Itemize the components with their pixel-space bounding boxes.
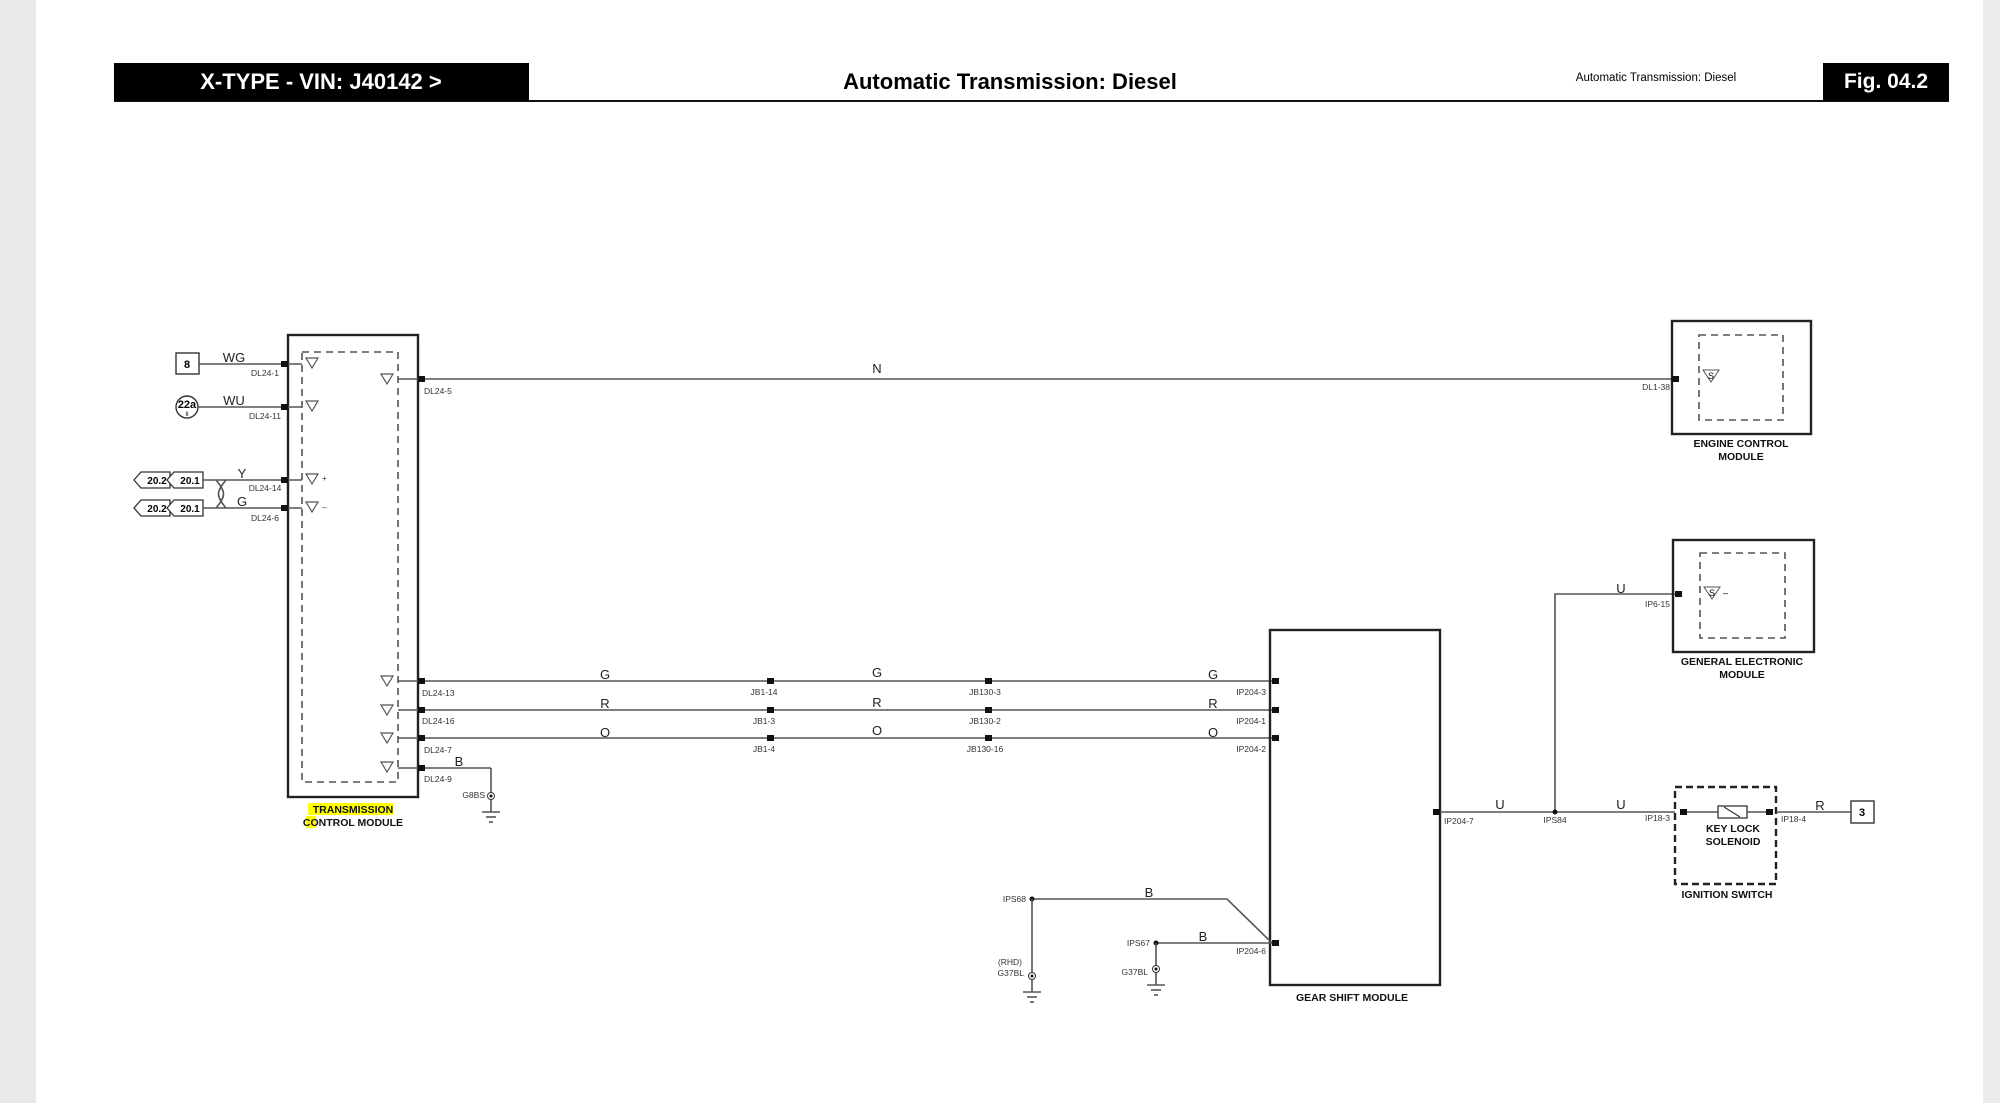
pin-dl24-9: DL24-9 [424, 774, 452, 784]
wire-label-y: Y [238, 466, 247, 481]
ref-tag-20-1[interactable]: 20.1 [180, 504, 200, 515]
pin-dl24-7: DL24-7 [424, 745, 452, 755]
page-title: Automatic Transmission: Diesel [843, 69, 1177, 94]
pin-dl24-5: DL24-5 [424, 386, 452, 396]
tcm-label-2: CONTROL MODULE [303, 817, 403, 829]
ref-tag-20-2[interactable]: 20.2 [147, 476, 167, 487]
wire-label-r: R [872, 695, 881, 710]
rhd-note: (RHD) [998, 957, 1022, 967]
u-wires: U U U IP204-7 IPS84 IP18-3 IP6-15 [1440, 581, 1675, 826]
wire-label-n: N [872, 361, 881, 376]
wire-label-u: U [1616, 581, 1625, 596]
pin-ip18-4: IP18-4 [1781, 814, 1806, 824]
ref-box-3[interactable]: 3 [1859, 807, 1865, 819]
minus-sign: – [322, 502, 327, 512]
page-subtitle: Automatic Transmission: Diesel [1576, 72, 1736, 84]
wire-label-o: O [1208, 725, 1218, 740]
transmission-control-module[interactable]: TRANSMISSION CONTROL MODULE + – [286, 333, 420, 829]
pin-ip204-2: IP204-2 [1236, 744, 1266, 754]
ref-circle-22a[interactable]: 22a [178, 399, 197, 411]
ref-tag-20-2[interactable]: 20.2 [147, 504, 167, 515]
pin-ip204-3: IP204-3 [1236, 687, 1266, 697]
plus-sign: + [322, 473, 327, 483]
ecm-label-2: MODULE [1718, 451, 1764, 463]
gem-s-symbol: S [1709, 588, 1715, 598]
general-electronic-module[interactable]: S – GENERAL ELECTRONIC MODULE [1671, 538, 1816, 681]
gem-label-2: MODULE [1719, 669, 1765, 681]
gem-label-1: GENERAL ELECTRONIC [1681, 656, 1804, 668]
wire-label-o: O [872, 723, 882, 738]
model-vin-label: X-TYPE - VIN: J40142 > [200, 69, 442, 94]
left-inputs: 8 WG DL24-1 22a II WU DL24-11 20.2 20.1 … [133, 350, 302, 523]
header: X-TYPE - VIN: J40142 > Automatic Transmi… [114, 63, 1949, 102]
wire-label-r: R [600, 696, 609, 711]
wire-label-g: G [872, 665, 882, 680]
pin-dl24-1: DL24-1 [251, 368, 279, 378]
pin-jb130-16: JB130-16 [967, 744, 1004, 754]
scrollbar[interactable] [1983, 0, 2000, 1103]
ecm-s-symbol: S [1708, 371, 1714, 381]
pin-dl24-11: DL24-11 [249, 411, 281, 421]
pin-jb1-14: JB1-14 [751, 687, 778, 697]
pin-dl24-13: DL24-13 [422, 688, 455, 698]
ecm-label-1: ENGINE CONTROL [1693, 438, 1789, 450]
wire-label-wu: WU [223, 393, 245, 408]
ref-tag-20-1[interactable]: 20.1 [180, 476, 200, 487]
gsm-grounds: B B IPS68 IPS67 IP204-6 (RHD) G37BL G37B… [998, 885, 1273, 1003]
pin-ip204-7: IP204-7 [1444, 816, 1474, 826]
pin-ip204-6: IP204-6 [1236, 946, 1266, 956]
pin-dl24-14: DL24-14 [249, 483, 282, 493]
splice-ips68: IPS68 [1003, 894, 1026, 904]
pin-ip204-1: IP204-1 [1236, 716, 1266, 726]
pin-dl24-16: DL24-16 [422, 716, 455, 726]
ref-box-8[interactable]: 8 [184, 359, 190, 371]
wire-label-r: R [1815, 798, 1824, 813]
pin-ip18-3: IP18-3 [1645, 813, 1670, 823]
pin-dl24-6: DL24-6 [251, 513, 279, 523]
splice-ips84: IPS84 [1543, 815, 1566, 825]
key-lock-label-2: SOLENOID [1706, 836, 1761, 848]
wire-label-u: U [1495, 797, 1504, 812]
ground-g37bl: G37BL [1122, 967, 1149, 977]
wire-label-g: G [1208, 667, 1218, 682]
pin-jb130-3: JB130-3 [969, 687, 1001, 697]
wire-label-u: U [1616, 797, 1625, 812]
wire-label-b: B [1199, 929, 1208, 944]
ref-circle-22a-sub: II [185, 412, 189, 418]
twisted-pair-icon [215, 479, 227, 509]
gear-shift-module[interactable]: GEAR SHIFT MODULE [1268, 628, 1442, 1004]
ignition-switch[interactable]: KEY LOCK SOLENOID IGNITION SWITCH [1673, 785, 1778, 901]
gsm-label: GEAR SHIFT MODULE [1296, 992, 1408, 1004]
gro-wires: G G G R R R O O O B DL24-13 DL24-16 DL24… [398, 665, 1279, 823]
document-page [36, 0, 1983, 1103]
pin-dl1-38: DL1-38 [1642, 382, 1670, 392]
wire-label-b: B [455, 754, 464, 769]
engine-control-module[interactable]: S ENGINE CONTROL MODULE [1670, 319, 1813, 463]
tcm-label-1: TRANSMISSION [313, 804, 394, 816]
ignition-switch-label: IGNITION SWITCH [1682, 889, 1773, 901]
wire-label-b: B [1145, 885, 1154, 900]
wire-label-o: O [600, 725, 610, 740]
wire-label-g: G [600, 667, 610, 682]
splice-ips67: IPS67 [1127, 938, 1150, 948]
wire-label-r: R [1208, 696, 1217, 711]
ground-g8bs: G8BS [462, 790, 485, 800]
wire-label-g: G [237, 494, 247, 509]
key-lock-label-1: KEY LOCK [1706, 823, 1760, 835]
figure-number: Fig. 04.2 [1844, 70, 1928, 93]
pin-ip6-15: IP6-15 [1645, 599, 1670, 609]
pin-jb1-3: JB1-3 [753, 716, 775, 726]
ground-g37bl-rhd: G37BL [998, 968, 1025, 978]
minus-sign: – [1723, 588, 1728, 598]
pin-jb130-2: JB130-2 [969, 716, 1001, 726]
wire-label-wg: WG [223, 350, 245, 365]
pin-jb1-4: JB1-4 [753, 744, 775, 754]
